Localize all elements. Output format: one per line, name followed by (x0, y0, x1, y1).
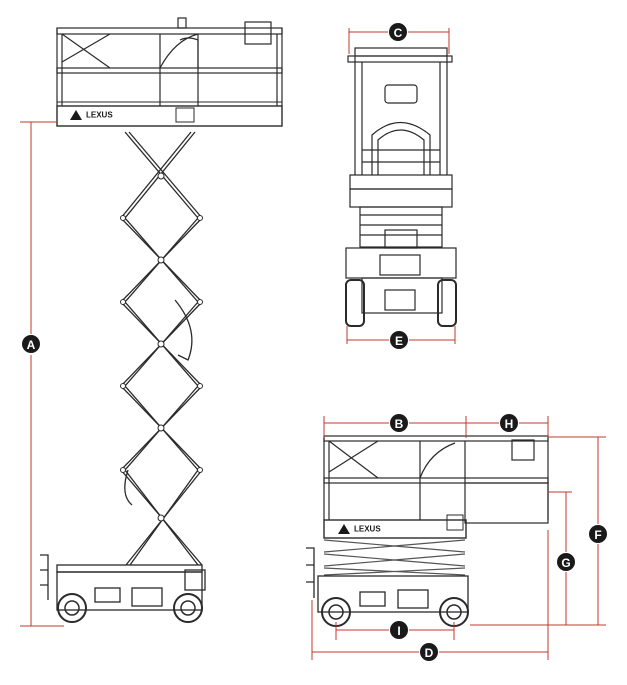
dimension-line-d (311, 530, 549, 660)
scissor-pivots (120, 172, 203, 522)
dimension-line-c (348, 28, 450, 54)
dimension-badge-d: D (420, 643, 438, 661)
dimension-badge-b: B (390, 414, 408, 432)
svg-text:D: D (425, 646, 434, 660)
dimension-line-f (470, 436, 606, 626)
brand-logo: LEXUS (86, 111, 113, 120)
dimension-badge-a: A (22, 335, 40, 353)
platform-deck: LEXUS (323, 514, 467, 539)
dimension-badge-i: I (390, 621, 408, 639)
warning-triangle-icon (338, 524, 350, 534)
brand-logo: LEXUS (354, 525, 381, 534)
front-view: C E (345, 23, 457, 349)
svg-text:A: A (27, 338, 36, 352)
guard-rail (323, 435, 549, 524)
side-view-extended: LEXUS (20, 17, 283, 627)
dimension-badge-e: E (390, 331, 408, 349)
svg-text:H: H (505, 417, 514, 431)
guard-rail (56, 17, 283, 106)
dimension-badge-c: C (389, 23, 407, 41)
dimension-line-h (466, 416, 549, 438)
svg-text:G: G (561, 556, 570, 570)
svg-text:F: F (594, 528, 601, 542)
side-view-stowed: LEXUS (306, 414, 607, 661)
warning-triangle-icon (70, 110, 82, 120)
chassis (306, 547, 469, 613)
svg-text:E: E (395, 334, 403, 348)
scissor-stack (323, 539, 466, 576)
dimension-line-a (20, 121, 64, 627)
dimension-line-b (323, 416, 467, 438)
dimension-badge-h: H (500, 414, 518, 432)
scissor-stack (120, 131, 203, 566)
dimension-line-e (346, 326, 456, 344)
dimension-line-g (548, 491, 572, 625)
dimension-line-i (335, 622, 455, 640)
wheel (57, 593, 203, 623)
svg-text:I: I (397, 624, 400, 638)
svg-text:C: C (394, 26, 403, 40)
platform-deck: LEXUS (56, 101, 283, 127)
svg-text:B: B (395, 417, 404, 431)
chassis (40, 554, 206, 611)
wheel (345, 279, 457, 327)
dimension-badge-f: F (589, 525, 607, 543)
dimension-badge-g: G (557, 553, 575, 571)
